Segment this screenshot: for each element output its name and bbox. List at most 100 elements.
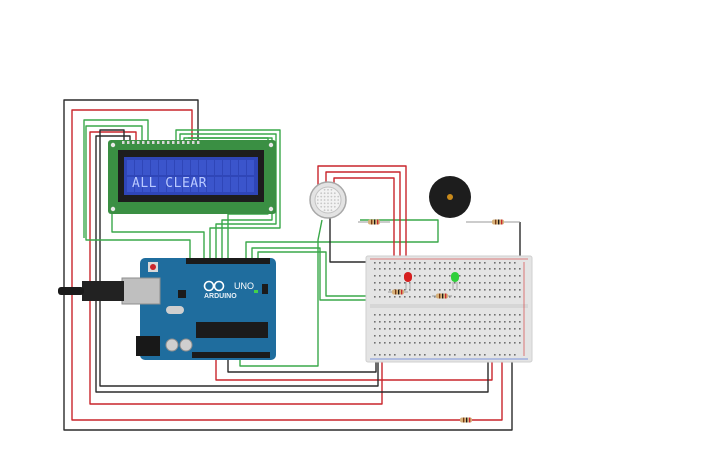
breadboard-hole[interactable] xyxy=(454,328,456,330)
breadboard-hole[interactable] xyxy=(409,296,411,298)
breadboard-hole[interactable] xyxy=(519,321,521,323)
rail-hole[interactable] xyxy=(389,354,391,356)
breadboard-hole[interactable] xyxy=(489,275,491,277)
breadboard-hole[interactable] xyxy=(389,275,391,277)
breadboard-hole[interactable] xyxy=(404,335,406,337)
resistor[interactable] xyxy=(460,417,472,423)
rail-hole[interactable] xyxy=(499,354,501,356)
breadboard-hole[interactable] xyxy=(489,328,491,330)
breadboard-hole[interactable] xyxy=(459,314,461,316)
breadboard-hole[interactable] xyxy=(514,268,516,270)
rail-hole[interactable] xyxy=(419,262,421,264)
rail-hole[interactable] xyxy=(439,354,441,356)
breadboard-hole[interactable] xyxy=(474,282,476,284)
breadboard-hole[interactable] xyxy=(384,268,386,270)
breadboard-hole[interactable] xyxy=(389,296,391,298)
breadboard-hole[interactable] xyxy=(414,268,416,270)
rail-hole[interactable] xyxy=(449,262,451,264)
breadboard-hole[interactable] xyxy=(489,289,491,291)
breadboard-hole[interactable] xyxy=(424,328,426,330)
rail-hole[interactable] xyxy=(484,262,486,264)
breadboard-hole[interactable] xyxy=(504,282,506,284)
wire-green-arduino-low[interactable] xyxy=(239,219,323,367)
arduino-uno-board[interactable]: ARDUINO UNO xyxy=(58,258,276,360)
breadboard-hole[interactable] xyxy=(379,275,381,277)
breadboard-hole[interactable] xyxy=(414,296,416,298)
breadboard-hole[interactable] xyxy=(494,282,496,284)
breadboard-hole[interactable] xyxy=(499,289,501,291)
breadboard-hole[interactable] xyxy=(514,342,516,344)
breadboard-hole[interactable] xyxy=(414,335,416,337)
breadboard-hole[interactable] xyxy=(429,268,431,270)
rail-hole[interactable] xyxy=(454,354,456,356)
breadboard-hole[interactable] xyxy=(379,321,381,323)
breadboard-hole[interactable] xyxy=(484,289,486,291)
breadboard-hole[interactable] xyxy=(394,342,396,344)
rail-hole[interactable] xyxy=(514,262,516,264)
resistor[interactable] xyxy=(358,219,390,225)
wire-red-sensor-3[interactable] xyxy=(333,177,395,268)
breadboard-hole[interactable] xyxy=(509,321,511,323)
breadboard-hole[interactable] xyxy=(474,296,476,298)
breadboard-hole[interactable] xyxy=(509,268,511,270)
breadboard-hole[interactable] xyxy=(499,314,501,316)
breadboard-hole[interactable] xyxy=(499,275,501,277)
breadboard-hole[interactable] xyxy=(479,275,481,277)
breadboard-hole[interactable] xyxy=(439,314,441,316)
breadboard-hole[interactable] xyxy=(454,314,456,316)
breadboard-hole[interactable] xyxy=(414,275,416,277)
breadboard-hole[interactable] xyxy=(484,296,486,298)
breadboard-hole[interactable] xyxy=(394,321,396,323)
wire-red-sensor-1[interactable] xyxy=(317,165,407,268)
breadboard-hole[interactable] xyxy=(399,314,401,316)
rail-hole[interactable] xyxy=(494,354,496,356)
resistor[interactable] xyxy=(432,293,452,299)
breadboard-hole[interactable] xyxy=(494,335,496,337)
rail-hole[interactable] xyxy=(419,354,421,356)
breadboard-hole[interactable] xyxy=(484,314,486,316)
breadboard-hole[interactable] xyxy=(509,342,511,344)
wire-red-sensor-2[interactable] xyxy=(325,171,401,268)
breadboard-hole[interactable] xyxy=(439,321,441,323)
breadboard-hole[interactable] xyxy=(444,282,446,284)
breadboard-hole[interactable] xyxy=(504,289,506,291)
breadboard-hole[interactable] xyxy=(414,342,416,344)
breadboard-hole[interactable] xyxy=(444,335,446,337)
rail-hole[interactable] xyxy=(509,262,511,264)
breadboard-hole[interactable] xyxy=(474,328,476,330)
breadboard-hole[interactable] xyxy=(464,282,466,284)
breadboard-hole[interactable] xyxy=(389,328,391,330)
breadboard-hole[interactable] xyxy=(509,275,511,277)
breadboard-hole[interactable] xyxy=(384,342,386,344)
rail-hole[interactable] xyxy=(464,354,466,356)
breadboard-hole[interactable] xyxy=(474,275,476,277)
breadboard-hole[interactable] xyxy=(454,335,456,337)
breadboard-hole[interactable] xyxy=(379,342,381,344)
breadboard-hole[interactable] xyxy=(449,314,451,316)
breadboard-hole[interactable] xyxy=(429,296,431,298)
breadboard-hole[interactable] xyxy=(409,328,411,330)
breadboard-hole[interactable] xyxy=(424,289,426,291)
breadboard-hole[interactable] xyxy=(474,314,476,316)
breadboard-hole[interactable] xyxy=(434,328,436,330)
breadboard-hole[interactable] xyxy=(494,328,496,330)
breadboard-hole[interactable] xyxy=(429,342,431,344)
breadboard-hole[interactable] xyxy=(459,296,461,298)
breadboard-hole[interactable] xyxy=(489,314,491,316)
rail-hole[interactable] xyxy=(479,262,481,264)
rail-hole[interactable] xyxy=(484,354,486,356)
breadboard-hole[interactable] xyxy=(409,268,411,270)
breadboard-hole[interactable] xyxy=(469,328,471,330)
breadboard-hole[interactable] xyxy=(429,328,431,330)
breadboard-hole[interactable] xyxy=(384,282,386,284)
breadboard-hole[interactable] xyxy=(429,282,431,284)
breadboard-hole[interactable] xyxy=(439,275,441,277)
breadboard-hole[interactable] xyxy=(399,342,401,344)
breadboard-hole[interactable] xyxy=(439,342,441,344)
breadboard-hole[interactable] xyxy=(374,275,376,277)
breadboard-hole[interactable] xyxy=(419,296,421,298)
breadboard-hole[interactable] xyxy=(379,296,381,298)
wire-red-outer[interactable] xyxy=(71,109,503,421)
breadboard-hole[interactable] xyxy=(444,275,446,277)
breadboard-hole[interactable] xyxy=(459,335,461,337)
